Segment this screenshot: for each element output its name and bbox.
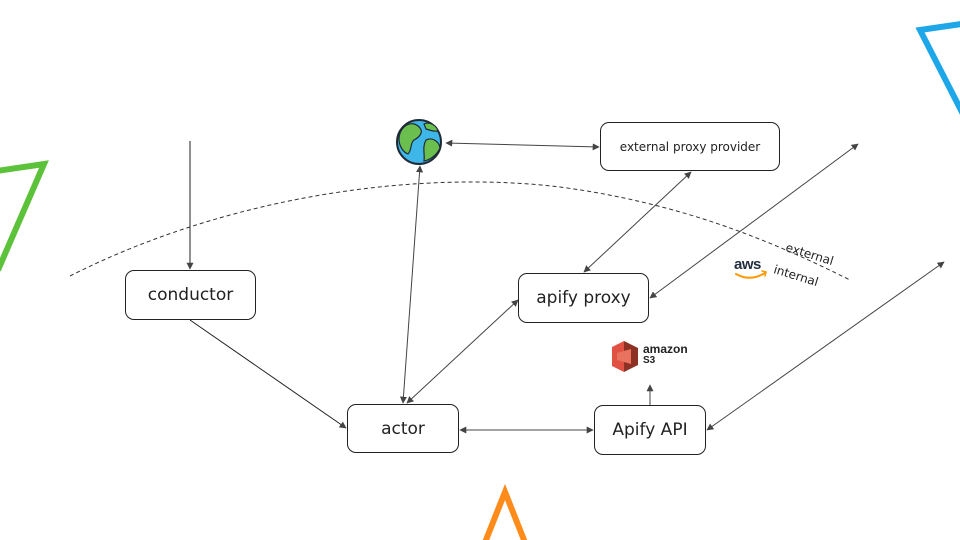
edge-globe-epp: [445, 139, 600, 151]
amazon-s3-wordmark: amazon S3: [643, 342, 688, 366]
conductor-node: conductor: [125, 270, 256, 320]
edge-actor-globe: [399, 165, 424, 404]
apify-api-label: Apify API: [612, 420, 688, 440]
apify-proxy-label: apify proxy: [536, 288, 631, 308]
amazon-s3-logo: [612, 341, 638, 372]
conductor-label: conductor: [147, 285, 234, 305]
apify-proxy-node: apify proxy: [518, 273, 649, 323]
actor-label: actor: [381, 418, 425, 439]
actor-node: actor: [347, 404, 459, 453]
amazon-wordmark: amazon: [643, 342, 688, 356]
apify-api-node: Apify API: [594, 405, 706, 455]
boundary-dashed-line: [69, 181, 851, 281]
s3-wordmark: S3: [643, 355, 656, 366]
aws-smile-tip: [761, 270, 767, 277]
aws-smile: [735, 272, 766, 279]
edge-conductor-actor: [189, 319, 347, 429]
green-triangle-decoration: [0, 160, 49, 272]
aws-logo-text: aws: [734, 256, 761, 273]
aws-logo: aws: [734, 256, 761, 274]
edge-proxy-external: [649, 143, 859, 299]
external-proxy-provider-label: external proxy provider: [619, 139, 761, 154]
external-proxy-provider-node: external proxy provider: [600, 122, 780, 171]
edge-api-external: [706, 261, 945, 431]
globe-icon: [396, 119, 442, 165]
orange-triangle-decoration: [482, 483, 528, 540]
blue-triangle-decoration: [915, 21, 960, 115]
edge-proxy-epp: [583, 171, 692, 273]
edge-actor-proxy: [406, 299, 519, 404]
